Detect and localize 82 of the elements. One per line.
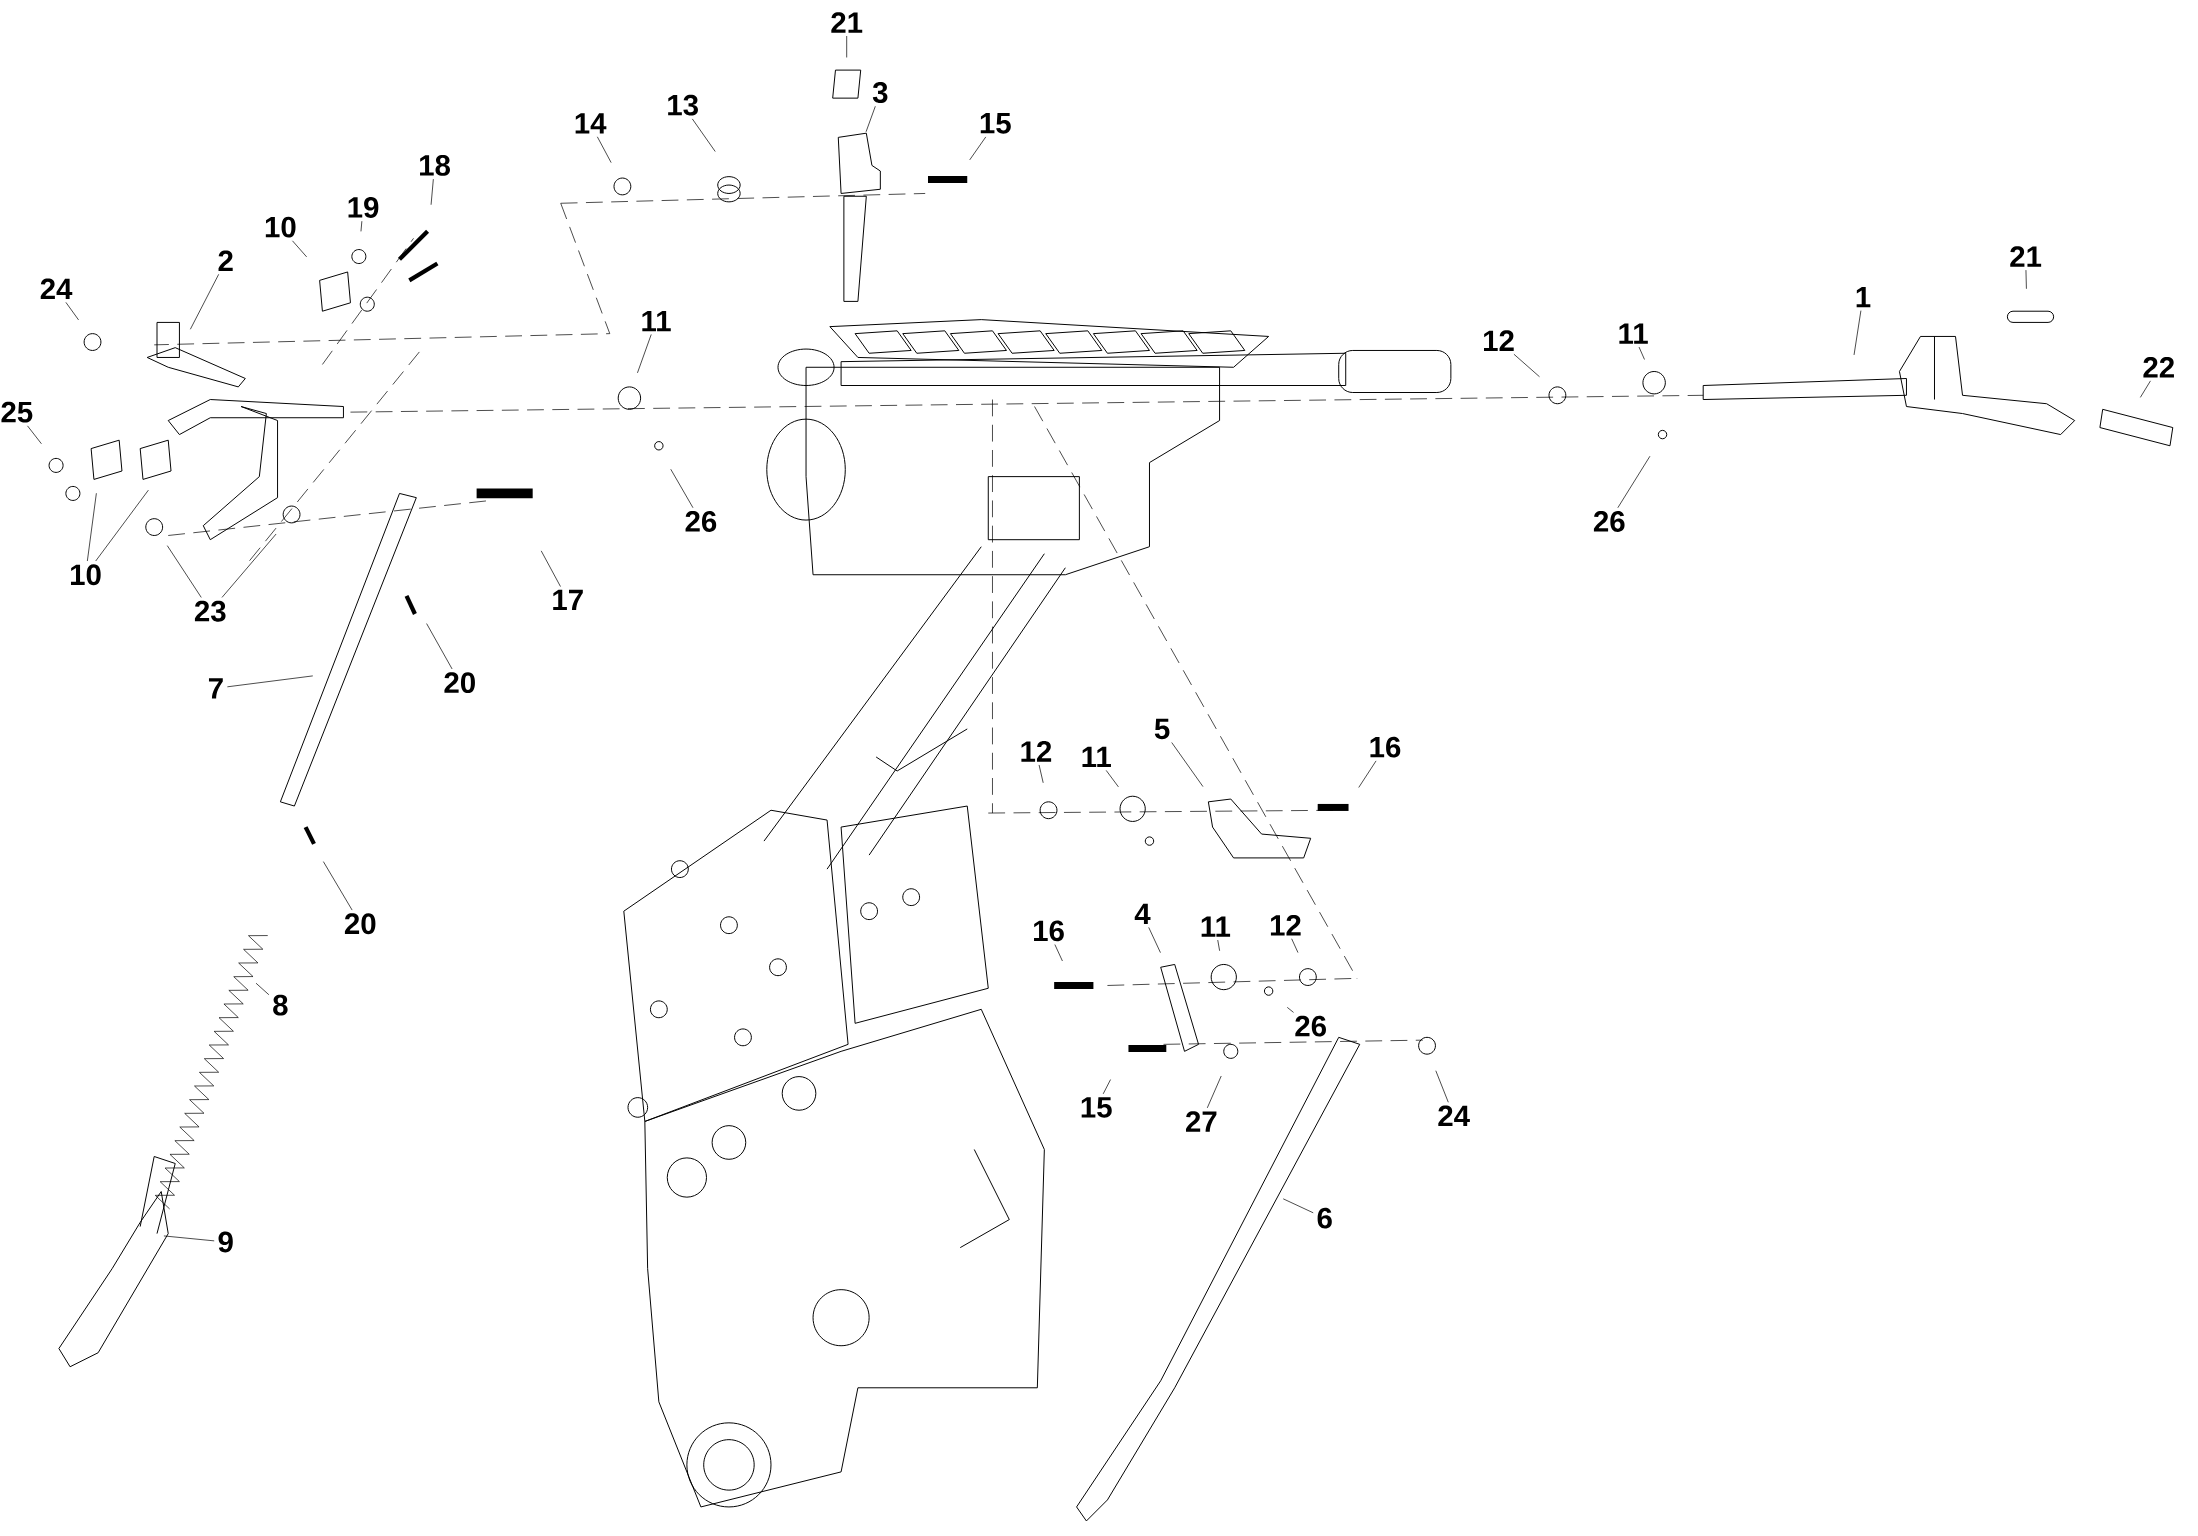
callout-number: 21 <box>2010 246 2042 267</box>
callout-number: 26 <box>1295 1015 1326 1037</box>
callout-number: 8 <box>273 994 288 1016</box>
leader-line <box>227 675 314 687</box>
callout-number: 21 <box>831 12 863 33</box>
leader-line <box>1286 1006 1294 1013</box>
callout-number: 11 <box>1082 746 1111 767</box>
leader-line <box>1102 1079 1111 1095</box>
leader-line <box>2140 380 2151 398</box>
leader-line <box>27 425 42 444</box>
leader-line <box>846 35 848 58</box>
callout-number: 16 <box>1370 736 1401 758</box>
leader-line <box>87 492 97 562</box>
callout-number: 13 <box>668 94 698 116</box>
callout-number: 5 <box>1154 718 1170 740</box>
callout-number: 24 <box>1438 1105 1470 1126</box>
callout-number: 12 <box>1484 330 1514 351</box>
leader-line <box>65 301 79 321</box>
callout-number: 20 <box>444 672 475 693</box>
leader-line <box>190 273 220 330</box>
leader-line <box>1217 939 1220 951</box>
callout-number: 1 <box>1856 286 1871 308</box>
leader-line <box>1638 346 1645 360</box>
callout-number: 12 <box>1270 914 1301 936</box>
callout-number: 15 <box>1081 1097 1112 1118</box>
callout-number: 22 <box>2143 356 2174 378</box>
callout-number: 25 <box>1 401 33 423</box>
leader-line <box>1513 353 1540 377</box>
leader-line <box>1617 455 1651 508</box>
leader-line <box>163 1235 215 1242</box>
callout-number: 2 <box>218 250 233 271</box>
leader-line <box>691 118 716 152</box>
callout-number: 23 <box>194 600 226 622</box>
callout-number: 26 <box>1593 510 1625 532</box>
callout-number: 26 <box>685 510 717 532</box>
callout-number: 24 <box>40 278 73 299</box>
callout-number: 17 <box>553 589 583 610</box>
callout-number: 9 <box>218 1231 233 1253</box>
callout-number: 3 <box>872 81 888 103</box>
callout-number: 16 <box>1034 920 1064 942</box>
callout-number: 18 <box>420 154 450 176</box>
callout-number: 10 <box>265 216 296 238</box>
leader-line <box>255 982 270 995</box>
leader-line <box>1054 944 1063 962</box>
callout-number: 7 <box>208 678 223 699</box>
leader-line <box>1206 1075 1222 1109</box>
leader-line <box>540 550 561 587</box>
callout-number: 15 <box>980 112 1011 134</box>
leader-line <box>292 240 307 258</box>
callout-number: 11 <box>642 310 671 331</box>
leader-line <box>1435 1070 1449 1103</box>
leader-line <box>1291 938 1299 953</box>
callout-number: 6 <box>1317 1207 1332 1229</box>
leader-line <box>1038 764 1044 783</box>
leader-line <box>95 489 149 562</box>
callout-number: 4 <box>1134 903 1151 924</box>
callout-number: 12 <box>1021 740 1052 762</box>
leader-line <box>637 333 652 374</box>
leader-line <box>221 533 277 598</box>
leader-line <box>1148 926 1161 953</box>
leader-line <box>166 545 202 598</box>
leader-line <box>1282 1198 1314 1213</box>
leader-line <box>969 136 987 161</box>
callout-number: 11 <box>1619 323 1648 344</box>
leader-line <box>597 136 612 163</box>
leader-line <box>323 861 353 911</box>
leader-line <box>1171 742 1204 787</box>
leader-line <box>430 178 434 205</box>
leader-line <box>1358 760 1377 788</box>
leader-line <box>865 105 876 132</box>
leader-line <box>1105 769 1119 788</box>
callout-number: 14 <box>575 113 607 134</box>
leader-line <box>670 468 694 508</box>
leader-line <box>1853 310 1862 356</box>
leader-line <box>2025 269 2027 289</box>
callout-number: 27 <box>1186 1111 1217 1132</box>
leader-line <box>360 220 363 232</box>
callout-number: 19 <box>348 196 379 218</box>
callout-number: 20 <box>344 913 376 935</box>
callout-number: 10 <box>71 564 101 585</box>
callout-number: 11 <box>1201 916 1231 937</box>
leader-line <box>426 623 453 670</box>
